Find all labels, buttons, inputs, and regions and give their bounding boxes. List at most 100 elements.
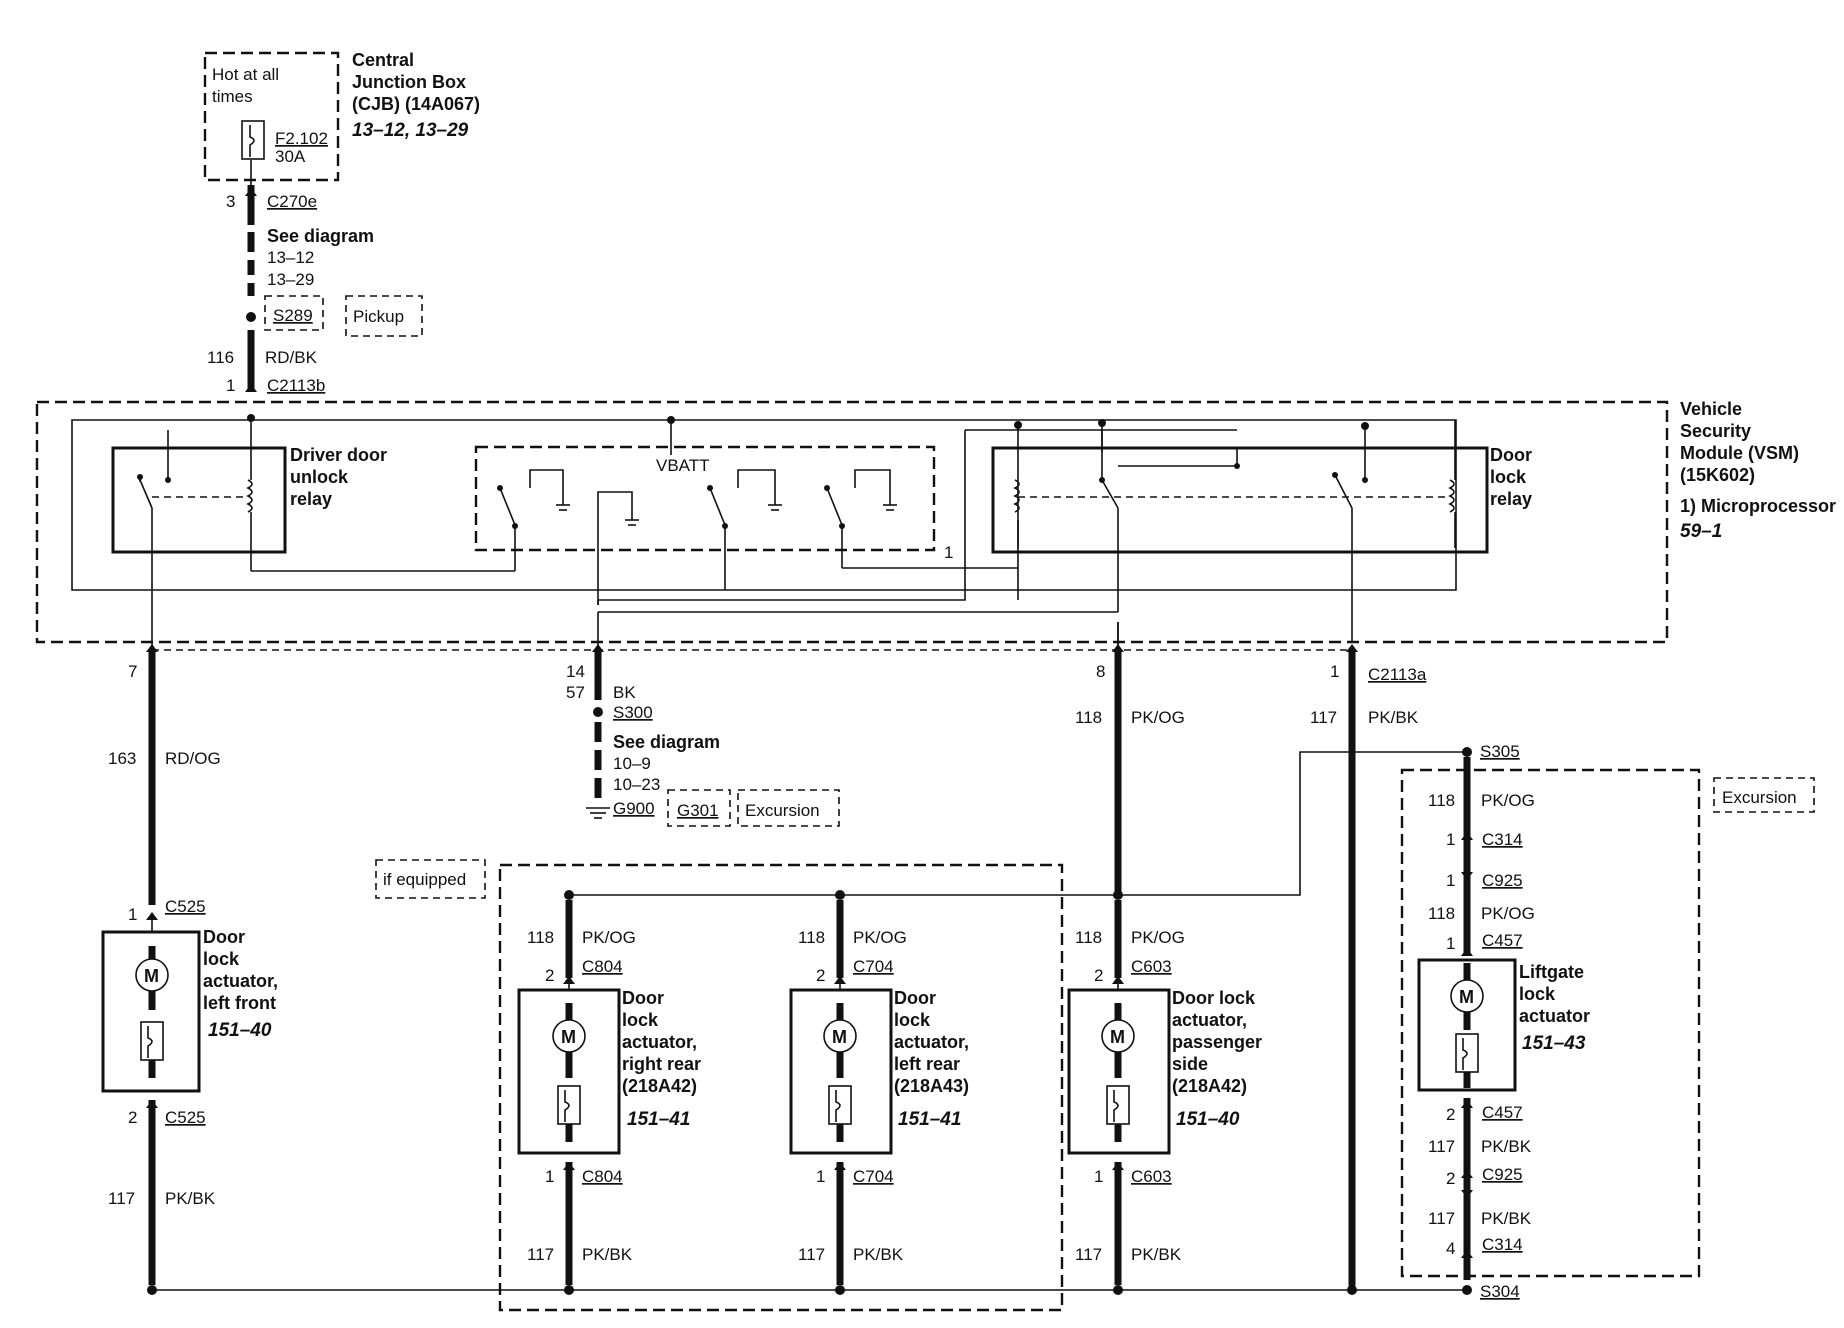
lf-label3: actuator, bbox=[203, 971, 278, 991]
color-pkog: PK/OG bbox=[1131, 708, 1185, 727]
lf-pin1: 1 bbox=[128, 905, 137, 924]
svg-text:M: M bbox=[1459, 987, 1474, 1007]
lr-label2: lock bbox=[894, 1010, 931, 1030]
cjb-hot-line2: times bbox=[212, 87, 253, 106]
vsm-title-line3: Module (VSM) bbox=[1680, 443, 1799, 463]
splice-s305: S305 bbox=[1480, 742, 1520, 761]
lf-circuit: 117 bbox=[108, 1189, 135, 1208]
lr-label1: Door bbox=[894, 988, 936, 1008]
feed-see-diagram: See diagram bbox=[267, 226, 374, 246]
actuator-left-rear: 118 PK/OG 2 C704 M Door lock actuator, l… bbox=[789, 900, 969, 1285]
color-rdog: RD/OG bbox=[165, 749, 221, 768]
color-pkbk: PK/BK bbox=[1368, 708, 1419, 727]
rr-ref: 151–41 bbox=[627, 1109, 690, 1130]
feed-conn-c2113b: C2113b bbox=[267, 376, 325, 395]
cjb-title-line3: (CJB) (14A067) bbox=[352, 94, 480, 114]
rr-pin1: 1 bbox=[545, 1167, 554, 1186]
lg-row4-color: PK/OG bbox=[1481, 904, 1535, 923]
svg-text:M: M bbox=[144, 966, 159, 986]
feed-circuit-116: 116 bbox=[207, 348, 234, 367]
rr-label1: Door bbox=[622, 988, 664, 1008]
breaker-icon bbox=[140, 1021, 164, 1061]
splice-s300: S300 bbox=[613, 703, 653, 722]
central-junction-box: Hot at all times F2.102 30A Central Junc… bbox=[203, 50, 480, 182]
pin14: 14 bbox=[566, 662, 585, 681]
door-relay-label3: relay bbox=[1490, 489, 1532, 509]
ps-label3: passenger bbox=[1172, 1032, 1262, 1052]
fuse-id: F2.102 bbox=[275, 129, 328, 148]
driver-relay-label2: unlock bbox=[290, 467, 349, 487]
circuit-163: 163 bbox=[108, 749, 136, 768]
vsm-note: 1) Microprocessor bbox=[1680, 496, 1836, 516]
lr-conn1: C704 bbox=[853, 957, 894, 976]
lg-brow3-conn: C925 bbox=[1482, 1165, 1523, 1184]
ps-ref: 151–40 bbox=[1176, 1109, 1240, 1130]
driver-door-unlock-relay bbox=[111, 446, 287, 554]
ps-conn1: C603 bbox=[1131, 957, 1172, 976]
svg-text:M: M bbox=[832, 1027, 847, 1047]
ps-label5: (218A42) bbox=[1172, 1076, 1247, 1096]
lf-label2: lock bbox=[203, 949, 240, 969]
actuator-left-front: 1 C525 M Door lock actuator, left front … bbox=[101, 897, 278, 1285]
ps-circuit1: 118 bbox=[1075, 928, 1102, 947]
color-bk: BK bbox=[613, 683, 636, 702]
driver-relay-label3: relay bbox=[290, 489, 332, 509]
lf-label1: Door bbox=[203, 927, 245, 947]
rr-color1: PK/OG bbox=[582, 928, 636, 947]
ground-see-ref2: 10–23 bbox=[613, 775, 660, 794]
ps-label1: Door lock bbox=[1172, 988, 1256, 1008]
driver-relay-label1: Driver door bbox=[290, 445, 387, 465]
splice-s304: S304 bbox=[1480, 1282, 1520, 1301]
ps-label2: actuator, bbox=[1172, 1010, 1247, 1030]
door-relay-label2: lock bbox=[1490, 467, 1527, 487]
liftgate-group: Excursion 118 PK/OG 1 C314 1 C925 118 PK… bbox=[1400, 757, 1815, 1280]
feed-see-ref2: 13–29 bbox=[267, 270, 314, 289]
liftgate-ref: 151–43 bbox=[1522, 1033, 1586, 1054]
liftgate-label2: lock bbox=[1519, 984, 1556, 1004]
ps-label4: side bbox=[1172, 1054, 1208, 1074]
lg-row5-pin: 1 bbox=[1446, 934, 1455, 953]
actuator-passenger-side: 118 PK/OG 2 C603 M Door lock actuator, p… bbox=[1067, 900, 1262, 1285]
rr-label3: actuator, bbox=[622, 1032, 697, 1052]
feed-color-rdbk: RD/BK bbox=[265, 348, 318, 367]
vsm-title-line1: Vehicle bbox=[1680, 399, 1742, 419]
lr-label4: left rear bbox=[894, 1054, 960, 1074]
lr-color2: PK/BK bbox=[853, 1245, 904, 1264]
switch-4 bbox=[824, 469, 1018, 569]
ps-color1: PK/OG bbox=[1131, 928, 1185, 947]
ground-excursion: Excursion bbox=[745, 801, 820, 820]
lg-brow1-conn: C457 bbox=[1482, 1103, 1523, 1122]
door-relay-label1: Door bbox=[1490, 445, 1532, 465]
svg-text:M: M bbox=[1110, 1027, 1125, 1047]
switch-3 bbox=[707, 469, 782, 590]
liftgate-label1: Liftgate bbox=[1519, 962, 1584, 982]
lg-brow1-pin: 2 bbox=[1446, 1105, 1455, 1124]
vsm-title-line2: Security bbox=[1680, 421, 1751, 441]
pin1-vsm: 1 bbox=[1330, 662, 1339, 681]
lf-pin2: 2 bbox=[128, 1108, 137, 1127]
if-equipped-label: if equipped bbox=[383, 870, 466, 889]
cjb-title-line2: Junction Box bbox=[352, 72, 466, 92]
lg-row4-circ: 118 bbox=[1428, 904, 1455, 923]
feed-pin3: 3 bbox=[226, 192, 235, 211]
rr-color2: PK/BK bbox=[582, 1245, 633, 1264]
lf-label4: left front bbox=[203, 993, 276, 1013]
ps-color2: PK/BK bbox=[1131, 1245, 1182, 1264]
vsm-dashed-border bbox=[35, 400, 1669, 644]
cjb-hot-line1: Hot at all bbox=[212, 65, 279, 84]
lf-ref: 151–40 bbox=[208, 1020, 272, 1041]
circuit-118: 118 bbox=[1075, 708, 1102, 727]
rr-conn1: C804 bbox=[582, 957, 623, 976]
cjb-dashed-border bbox=[203, 51, 340, 182]
microprocessor-switch-block bbox=[474, 445, 936, 552]
vbatt-label: VBATT bbox=[656, 456, 710, 475]
splice-s289: S289 bbox=[273, 306, 313, 325]
ground-see-diagram: See diagram bbox=[613, 732, 720, 752]
if-equipped-group: if equipped bbox=[375, 859, 1064, 1312]
lg-brow4-circ: 117 bbox=[1428, 1209, 1455, 1228]
lf-conn1: C525 bbox=[165, 897, 206, 916]
vehicle-security-module: Vehicle Security Module (VSM) (15K602) 1… bbox=[35, 399, 1836, 650]
ps-pin1: 1 bbox=[1094, 1167, 1103, 1186]
rr-label4: right rear bbox=[622, 1054, 701, 1074]
rr-label2: lock bbox=[622, 1010, 659, 1030]
